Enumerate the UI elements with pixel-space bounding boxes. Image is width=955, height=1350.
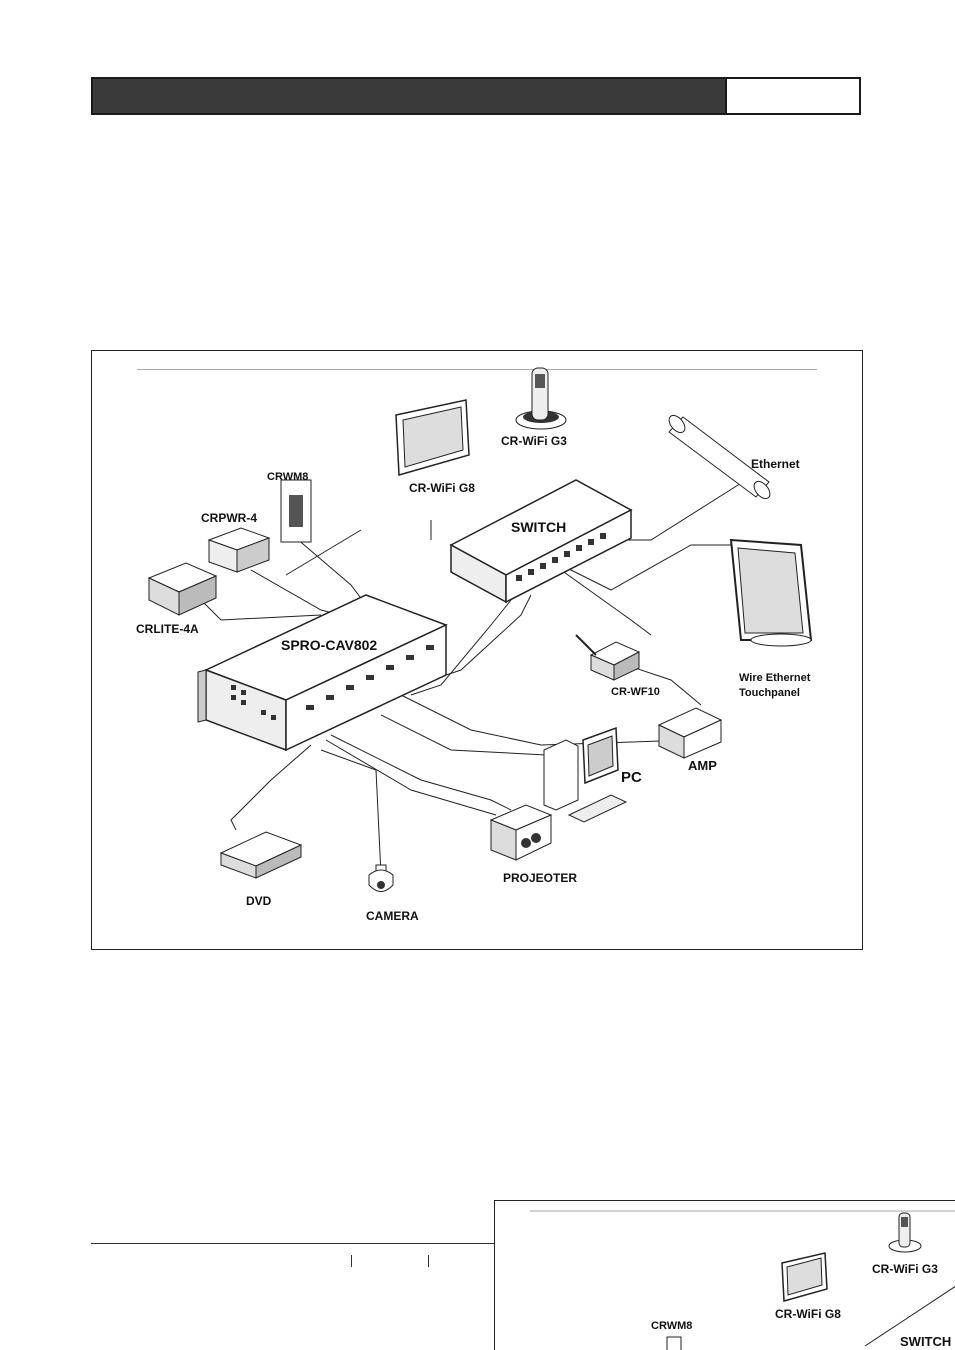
label-cr-wifi-g3: CR-WiFi G3 (501, 434, 567, 448)
label-pc: PC (621, 769, 642, 786)
ethernet-tube-icon (668, 414, 771, 500)
diagram-frame (91, 350, 863, 950)
frame-top-rule (137, 369, 817, 370)
pc-icon (543, 726, 628, 823)
label-ethernet: Ethernet (751, 457, 800, 471)
touchpanel-icon (729, 538, 813, 647)
header-light-block (725, 79, 859, 113)
inset-crwm8-icon (666, 1336, 682, 1350)
inset-label-switch: SWITCH (900, 1334, 951, 1349)
label-spro-cav802: SPRO-CAV802 (281, 637, 377, 653)
header-bar (91, 77, 861, 115)
dvd-icon (219, 831, 303, 879)
projector-icon (489, 804, 553, 861)
label-crwm8: CRWM8 (267, 471, 308, 483)
label-projector: PROJEOTER (503, 871, 577, 885)
inset-diagram: CR-WiFi G3 CR-WiFi G8 CRWM8 SWITCH (530, 1210, 955, 1350)
spro-cav802-icon (197, 594, 448, 752)
crpwr4-icon (207, 527, 271, 573)
label-crpwr4: CRPWR-4 (201, 511, 257, 525)
label-crlite4a: CRLITE-4A (136, 622, 199, 636)
inset-diagram-frame: CR-WiFi G3 CR-WiFi G8 CRWM8 SWITCH (494, 1200, 955, 1350)
inset-cr-wifi-g3-icon (888, 1212, 922, 1253)
crlite4a-icon (147, 562, 218, 616)
label-touchpanel: Touchpanel (739, 687, 800, 699)
crwm8-icon (280, 479, 312, 543)
inset-cr-wifi-g8-icon (781, 1252, 828, 1302)
cr-wifi-g3-icon (515, 367, 567, 430)
cr-wf10-icon (575, 634, 641, 681)
inset-label-cr-wifi-g8: CR-WiFi G8 (775, 1307, 841, 1321)
label-cr-wifi-g8: CR-WiFi G8 (409, 481, 475, 495)
label-cr-wf10: CR-WF10 (611, 686, 660, 698)
inset-label-cr-wifi-g3: CR-WiFi G3 (872, 1262, 938, 1276)
cr-wifi-g8-icon (395, 399, 470, 476)
amp-icon (657, 707, 723, 759)
header-dark-block (93, 79, 727, 113)
label-switch: SWITCH (511, 519, 566, 535)
footer-rule (91, 1243, 496, 1244)
switch-icon (449, 479, 633, 604)
system-diagram: CR-WiFi G3 CR-WiFi G8 Ethernet CRWM8 CRP… (136, 367, 813, 923)
label-camera: CAMERA (366, 909, 419, 923)
label-dvd: DVD (246, 894, 272, 908)
footer-tick-2 (428, 1255, 429, 1267)
inset-label-crwm8: CRWM8 (651, 1320, 692, 1332)
camera-icon (368, 864, 394, 892)
footer-tick-1 (351, 1255, 352, 1267)
label-amp: AMP (688, 758, 717, 773)
label-wire-ethernet: Wire Ethernet (739, 672, 811, 684)
